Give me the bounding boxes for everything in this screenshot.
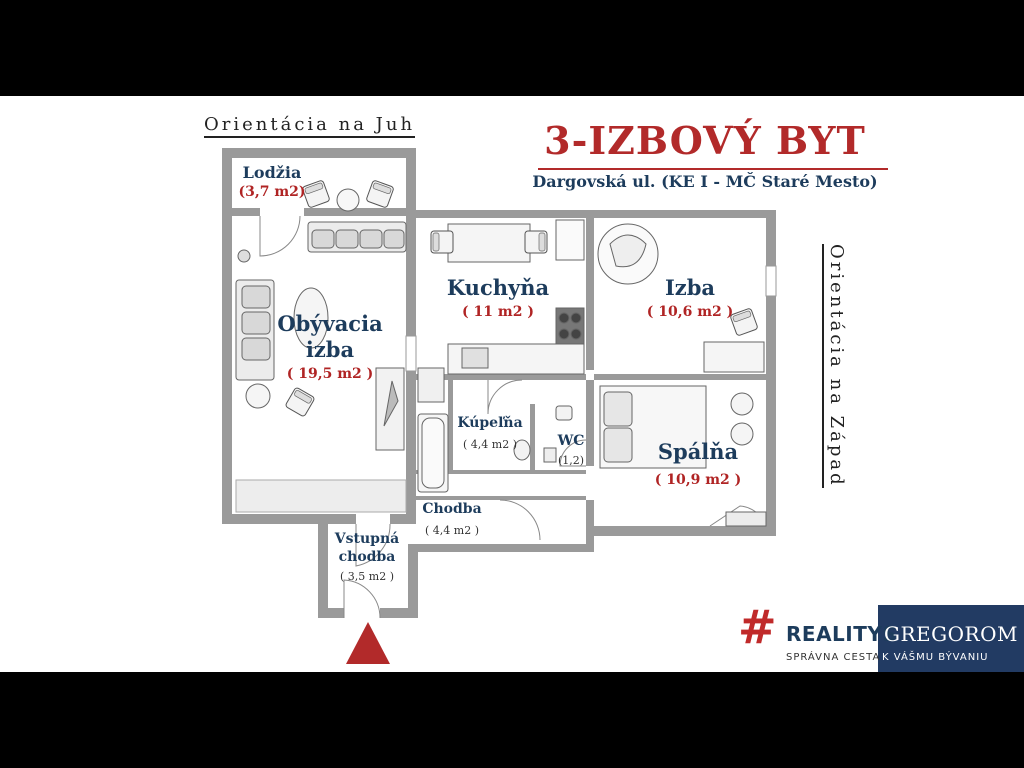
logo-brand-left: REALITYS xyxy=(786,622,898,646)
doors xyxy=(259,215,767,619)
loggia-area: (3,7 m2) xyxy=(238,184,306,200)
loggia-furniture xyxy=(301,179,395,212)
orientation-south-label: Orientácia na Juh xyxy=(204,114,416,138)
floor-plan-drawing xyxy=(222,148,777,664)
living-name-line1: Obývacia xyxy=(277,311,383,336)
kitchen-furniture xyxy=(417,219,585,403)
windows xyxy=(405,265,777,372)
logo-tagline-right: K VÁŠMU BÝVANIU xyxy=(882,652,989,663)
wc-name: WC xyxy=(557,433,585,449)
page-title: 3-IZBOVÝ BYT xyxy=(544,118,866,163)
logo-tagline-left: SPRÁVNA CESTA xyxy=(786,652,881,663)
logo-hash-icon: # xyxy=(738,600,777,654)
entry-name-line1: Vstupná xyxy=(334,531,400,547)
kitchen-name: Kuchyňa xyxy=(446,275,550,300)
bathroom-name: Kúpeľňa xyxy=(457,415,523,431)
entrance-arrow xyxy=(346,622,390,664)
living-furniture xyxy=(235,221,407,513)
logo-brand-right: GREGOROM xyxy=(884,622,1018,646)
living-area: ( 19,5 m2 ) xyxy=(286,366,374,382)
wc-area: (1,2) xyxy=(557,454,585,467)
hall-name: Chodba xyxy=(422,501,482,517)
kitchen-area: ( 11 m2 ) xyxy=(462,304,534,320)
hall-area: ( 4,4 m2 ) xyxy=(425,524,479,537)
bedroom-furniture xyxy=(599,385,767,527)
floor-plan-canvas: Orientácia na Juh 3-IZBOVÝ BYT Dargovská… xyxy=(0,96,1024,672)
entry-name-line2: chodba xyxy=(338,549,396,565)
title-underline xyxy=(538,168,888,170)
loggia-name: Lodžia xyxy=(242,163,302,182)
bedroom-name: Spálňa xyxy=(657,439,739,464)
izba-furniture xyxy=(597,223,765,373)
walls xyxy=(222,148,776,618)
address-subtitle: Dargovská ul. (KE I - MČ Staré Mesto) xyxy=(532,172,878,191)
living-name-line2: izba xyxy=(305,337,355,362)
orientation-west-label: Orientácia na Západ xyxy=(822,244,847,488)
izba-name: Izba xyxy=(664,275,716,300)
logo-box xyxy=(878,605,1024,672)
izba-area: ( 10,6 m2 ) xyxy=(646,304,734,320)
bathroom-furniture xyxy=(417,405,573,493)
bedroom-area: ( 10,9 m2 ) xyxy=(654,472,742,488)
bathroom-area: ( 4,4 m2 ) xyxy=(463,438,517,451)
entry-area: ( 3,5 m2 ) xyxy=(340,570,394,583)
